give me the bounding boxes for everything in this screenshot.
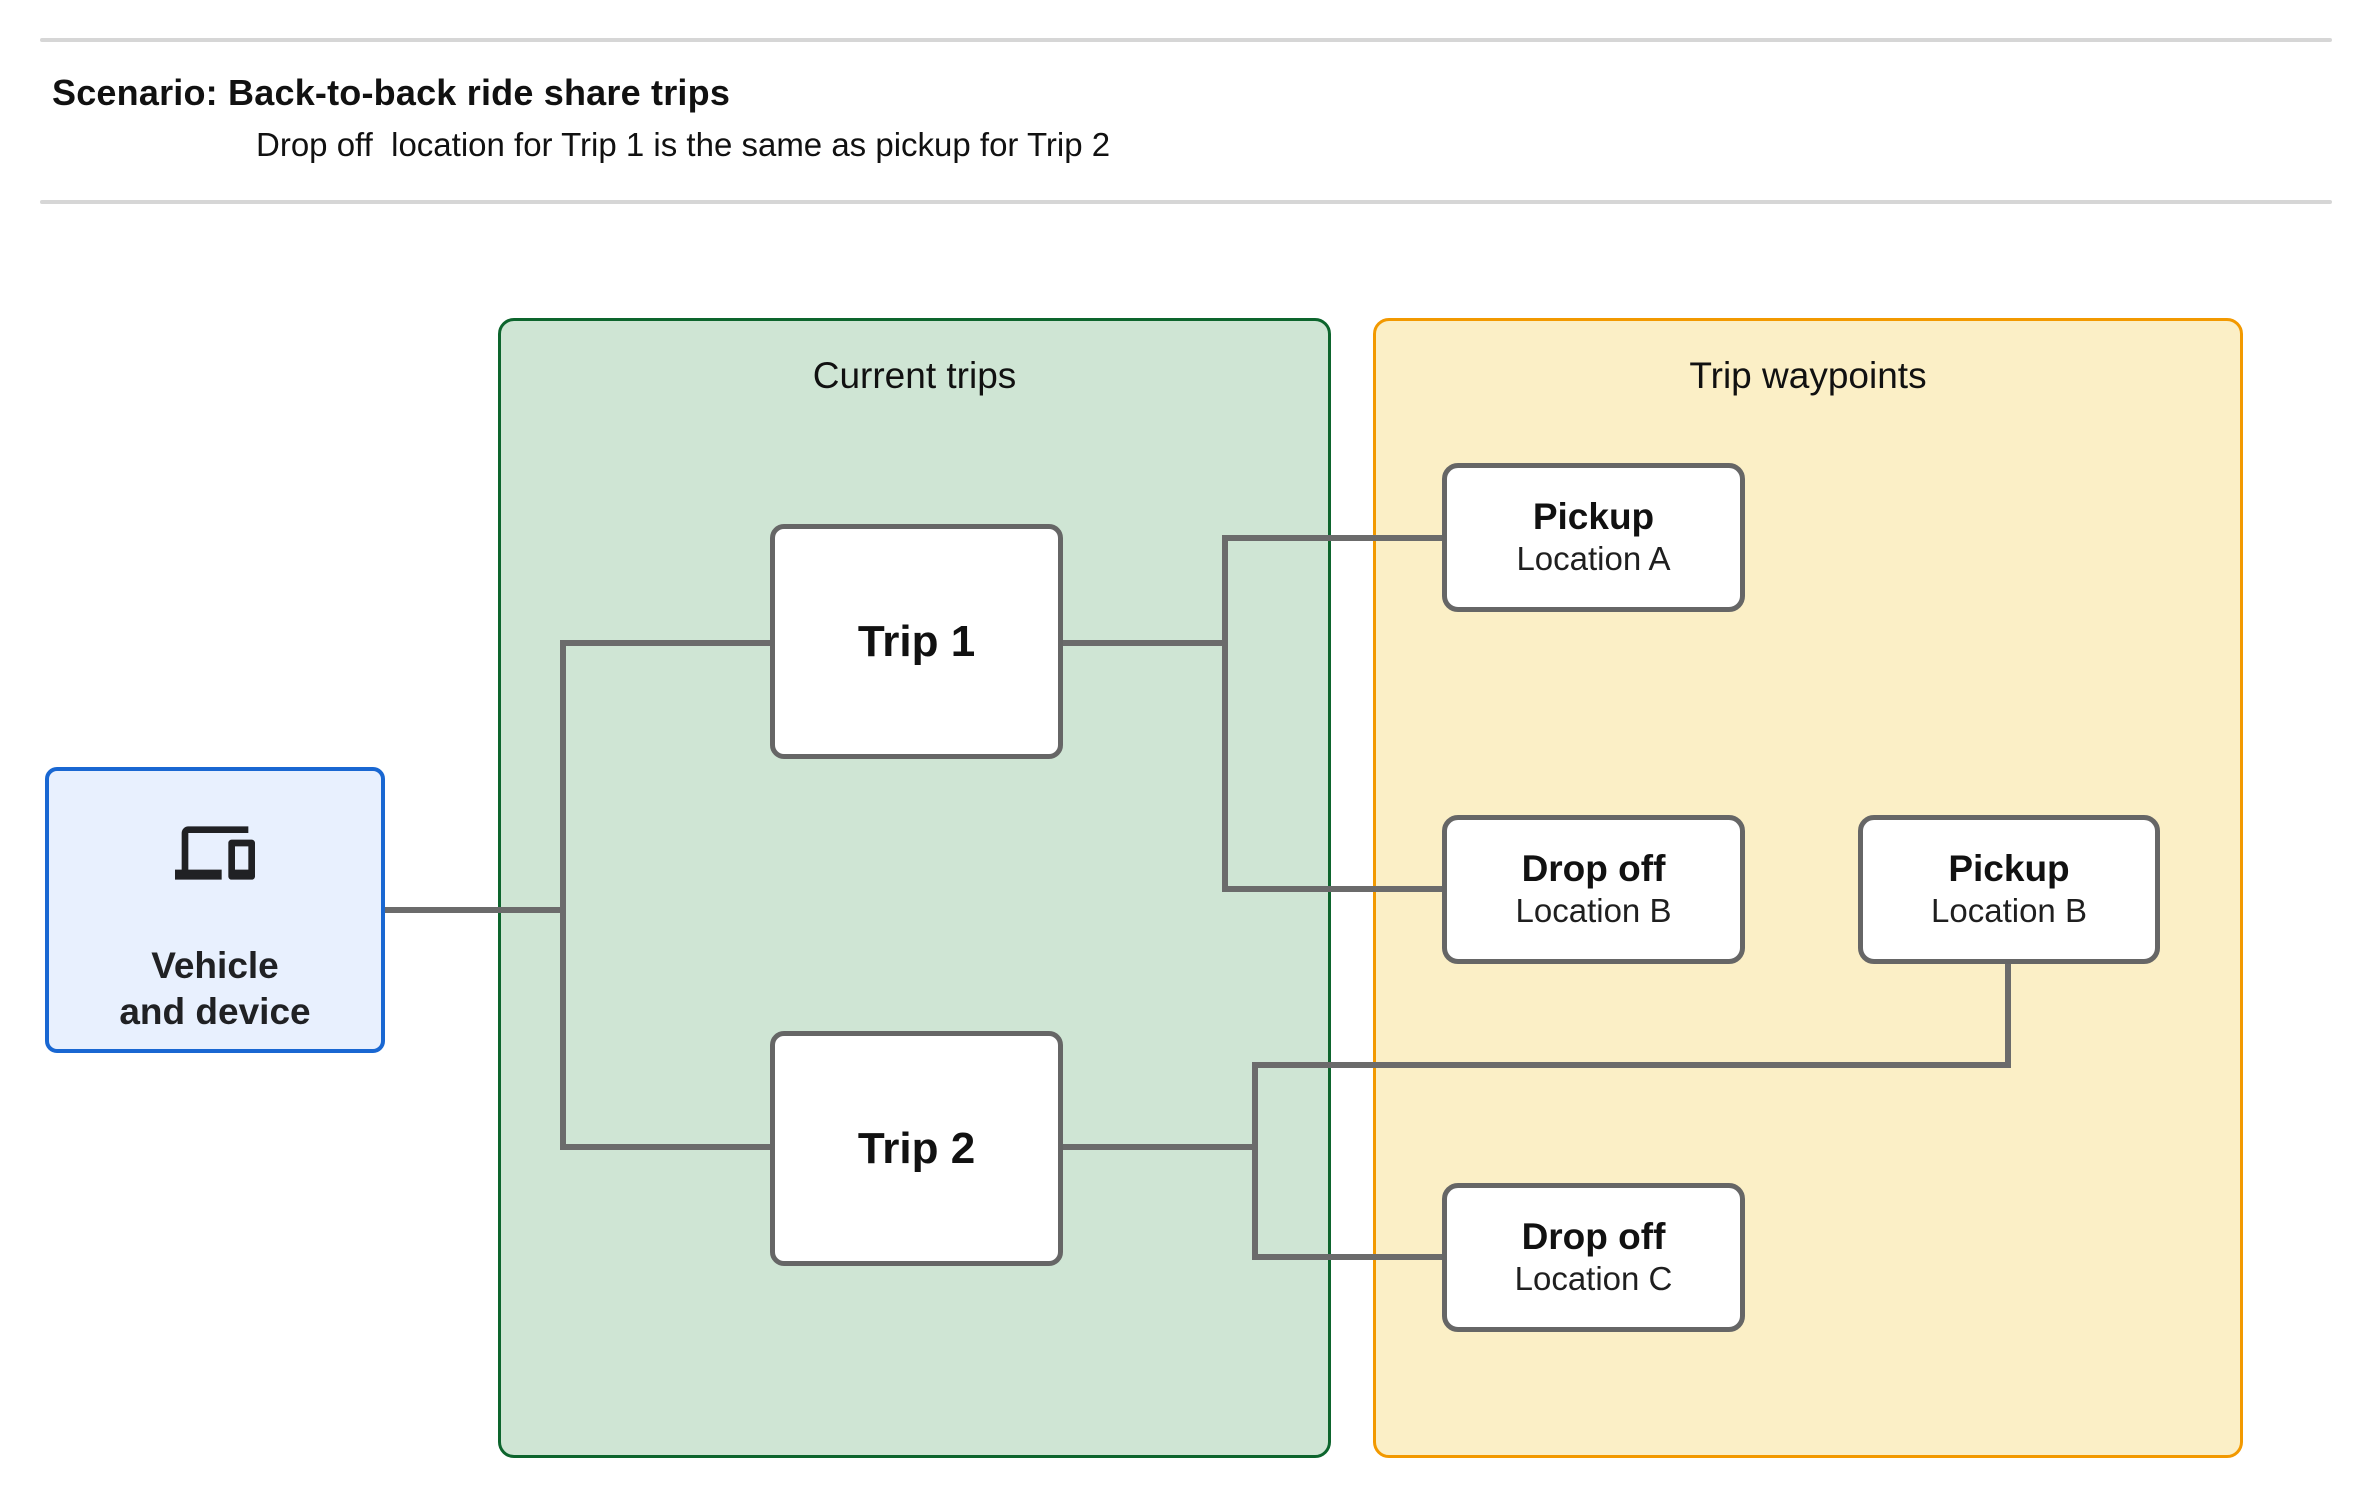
current-trips-panel-title: Current trips <box>812 355 1017 396</box>
vehicle-and-device-node: Vehicle and device <box>45 767 385 1053</box>
connector-split-to-trip1 <box>560 640 770 646</box>
connector-to-pickup-b-horizontal <box>1252 1062 2011 1068</box>
trip-2-node: Trip 2 <box>770 1031 1063 1266</box>
waypoint-title: Drop off <box>1521 848 1666 890</box>
waypoint-subtitle: Location B <box>1931 892 2087 930</box>
connector-pickup-b-drop-vertical <box>2005 963 2011 1068</box>
waypoint-pickup-location-a: Pickup Location A <box>1442 463 1745 612</box>
devices-icon <box>175 813 255 893</box>
vehicle-label-line1: Vehicle <box>151 945 279 986</box>
trip-waypoints-panel-title: Trip waypoints <box>1689 355 1927 396</box>
connector-vehicle-split-vertical <box>560 640 566 1150</box>
connector-trip1-split-vertical <box>1222 535 1228 892</box>
waypoint-subtitle: Location B <box>1515 892 1672 930</box>
page-title: Scenario: Back-to-back ride share trips <box>52 72 731 113</box>
connector-trip2-to-split <box>1063 1144 1258 1150</box>
waypoint-pickup-location-b: Pickup Location B <box>1858 815 2160 964</box>
waypoint-title: Pickup <box>1948 848 2070 890</box>
waypoint-subtitle: Location A <box>1516 540 1671 578</box>
current-trips-panel: Current trips <box>498 318 1331 1458</box>
waypoint-dropoff-location-c: Drop off Location C <box>1442 1183 1745 1332</box>
vehicle-label-line2: and device <box>119 991 311 1032</box>
page-subtitle: Drop off location for Trip 1 is the same… <box>256 126 1111 163</box>
connector-to-dropoff-c <box>1252 1254 1442 1260</box>
header-top-rule <box>40 38 2332 42</box>
waypoint-title: Drop off <box>1521 1216 1666 1258</box>
waypoint-dropoff-location-b: Drop off Location B <box>1442 815 1745 964</box>
trip-1-label: Trip 1 <box>857 616 976 666</box>
connector-trip2-split-vertical <box>1252 1062 1258 1260</box>
connector-to-pickup-a <box>1222 535 1442 541</box>
connector-vehicle-to-split <box>385 907 566 913</box>
trip-1-node: Trip 1 <box>770 524 1063 759</box>
connector-split-to-trip2 <box>560 1144 770 1150</box>
header-bottom-rule <box>40 200 2332 204</box>
waypoint-title: Pickup <box>1532 496 1655 538</box>
trip-2-label: Trip 2 <box>857 1123 976 1173</box>
connector-trip1-to-split <box>1063 640 1228 646</box>
waypoint-subtitle: Location C <box>1514 1260 1673 1298</box>
connector-to-dropoff-b <box>1222 886 1442 892</box>
vehicle-node-label: Vehicle and device <box>119 943 310 1035</box>
